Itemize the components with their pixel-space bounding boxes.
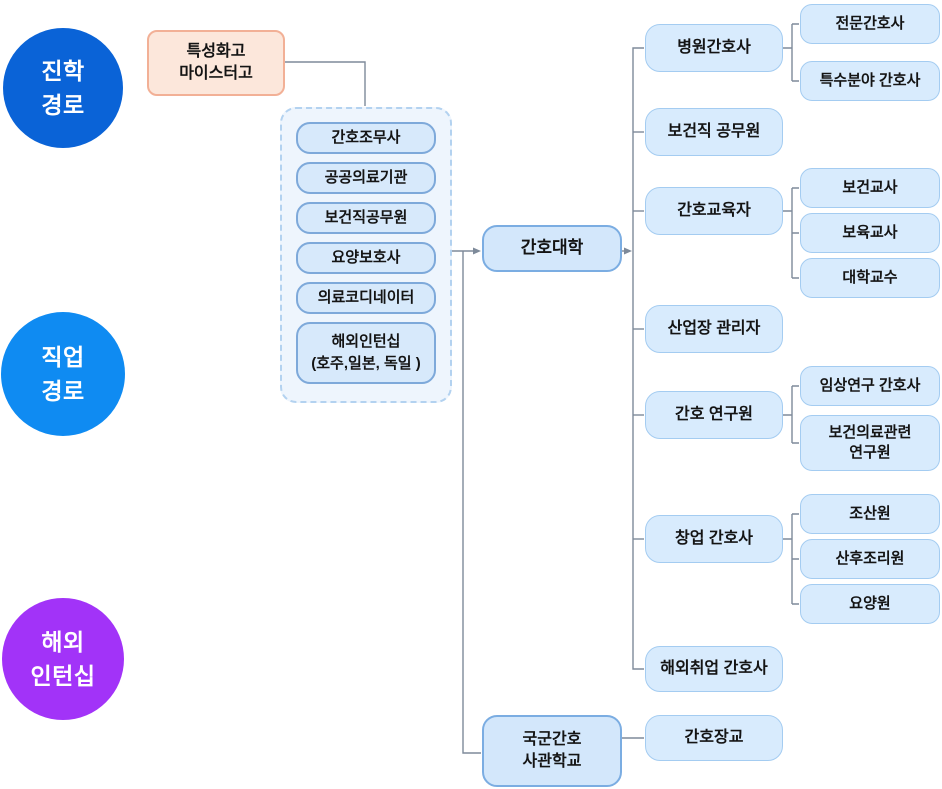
badge-career-path: 직업 경로	[1, 312, 125, 436]
branch-startup-nurse: 창업 간호사	[645, 515, 783, 563]
leaf-advanced-practice-nurse: 전문간호사	[800, 4, 940, 44]
option-nurse-assistant: 간호조무사	[296, 122, 436, 154]
node-nursing-college: 간호대학	[482, 225, 622, 272]
node-specialized-highschool: 특성화고 마이스터고	[147, 30, 285, 96]
option-public-medical-institution: 공공의료기관	[296, 162, 436, 194]
branch-hospital-nurse: 병원간호사	[645, 24, 783, 72]
branch-overseas-employed-nurse: 해외취업 간호사	[645, 646, 783, 692]
badge-overseas-internship: 해외 인턴십	[2, 598, 124, 720]
leaf-health-teacher: 보건교사	[800, 168, 940, 208]
leaf-childcare-teacher: 보육교사	[800, 213, 940, 253]
branch-industrial-site-manager: 산업장 관리자	[645, 305, 783, 353]
option-care-worker: 요양보호사	[296, 242, 436, 274]
branch-nurse-researcher: 간호 연구원	[645, 391, 783, 439]
leaf-postpartum-care-center: 산후조리원	[800, 539, 940, 579]
leaf-nursing-home: 요양원	[800, 584, 940, 624]
leaf-midwifery-clinic: 조산원	[800, 494, 940, 534]
node-nursing-officer: 간호장교	[645, 715, 783, 761]
leaf-clinical-research-nurse: 임상연구 간호사	[800, 366, 940, 406]
branch-public-health-official: 보건직 공무원	[645, 108, 783, 156]
badge-education-path: 진학 경로	[3, 28, 123, 148]
leaf-special-field-nurse: 특수분야 간호사	[800, 61, 940, 101]
option-medical-coordinator: 의료코디네이터	[296, 282, 436, 314]
leaf-healthcare-researcher: 보건의료관련 연구원	[800, 415, 940, 471]
branch-nurse-educator: 간호교육자	[645, 187, 783, 235]
option-public-health-official: 보건직공무원	[296, 202, 436, 234]
career-option-group: 간호조무사 공공의료기관 보건직공무원 요양보호사 의료코디네이터 해외인턴십 …	[280, 107, 452, 403]
leaf-university-professor: 대학교수	[800, 258, 940, 298]
option-overseas-internship: 해외인턴십 (호주,일본, 독일 )	[296, 322, 436, 384]
node-armed-forces-nursing-academy: 국군간호 사관학교	[482, 715, 622, 787]
